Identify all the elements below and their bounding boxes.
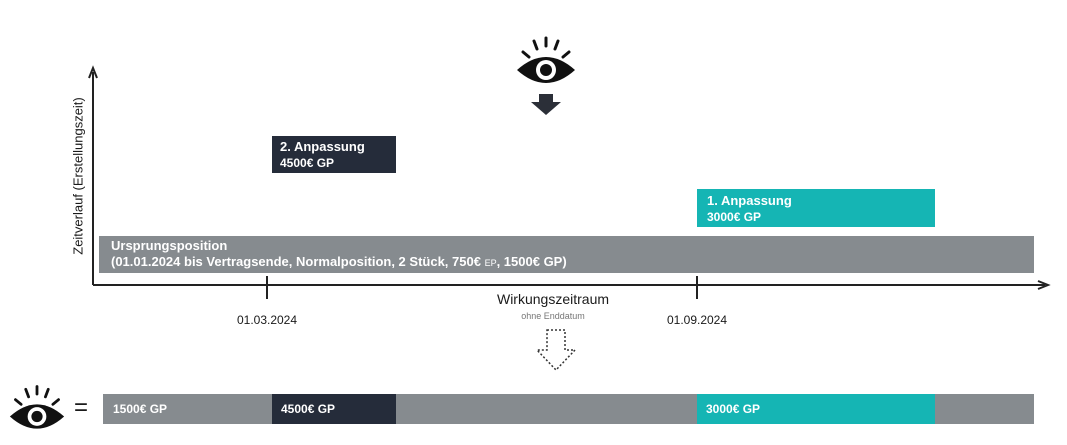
- y-axis-label: Zeitverlauf (Erstellungszeit): [70, 97, 86, 255]
- bar-origin-title: Ursprungsposition: [111, 238, 228, 253]
- bar-adjustment-1-title: 1. Anpassung: [707, 193, 792, 208]
- eye-icon: [9, 385, 65, 429]
- bar-origin: Ursprungsposition (01.01.2024 bis Vertra…: [99, 236, 1034, 273]
- tick-label-1: 01.03.2024: [236, 313, 298, 327]
- result-label-2: 4500€ GP: [281, 402, 336, 416]
- x-axis-sublabel: ohne Enddatum: [521, 311, 585, 321]
- bar-adjustment-1: 1. Anpassung 3000€ GP: [697, 189, 935, 227]
- bar-adjustment-2: 2. Anpassung 4500€ GP: [272, 136, 396, 173]
- x-axis-label: Wirkungszeitraum: [496, 291, 610, 307]
- bar-adjustment-2-title: 2. Anpassung: [280, 139, 365, 154]
- bar-adjustment-2-value: 4500€ GP: [280, 156, 335, 170]
- dotted-arrow-down-icon: [535, 329, 577, 372]
- equals-sign: =: [74, 394, 89, 421]
- bar-origin-detail: (01.01.2024 bis Vertragsende, Normalposi…: [111, 254, 567, 269]
- result-label-3: 3000€ GP: [706, 402, 761, 416]
- tick-label-2: 01.09.2024: [666, 313, 728, 327]
- result-segment-3: [697, 394, 935, 424]
- eye-icon: [517, 36, 575, 83]
- result-label-1: 1500€ GP: [113, 402, 168, 416]
- bar-adjustment-1-value: 3000€ GP: [707, 210, 762, 224]
- arrow-down-icon: [531, 94, 561, 115]
- result-segment-2: [272, 394, 396, 424]
